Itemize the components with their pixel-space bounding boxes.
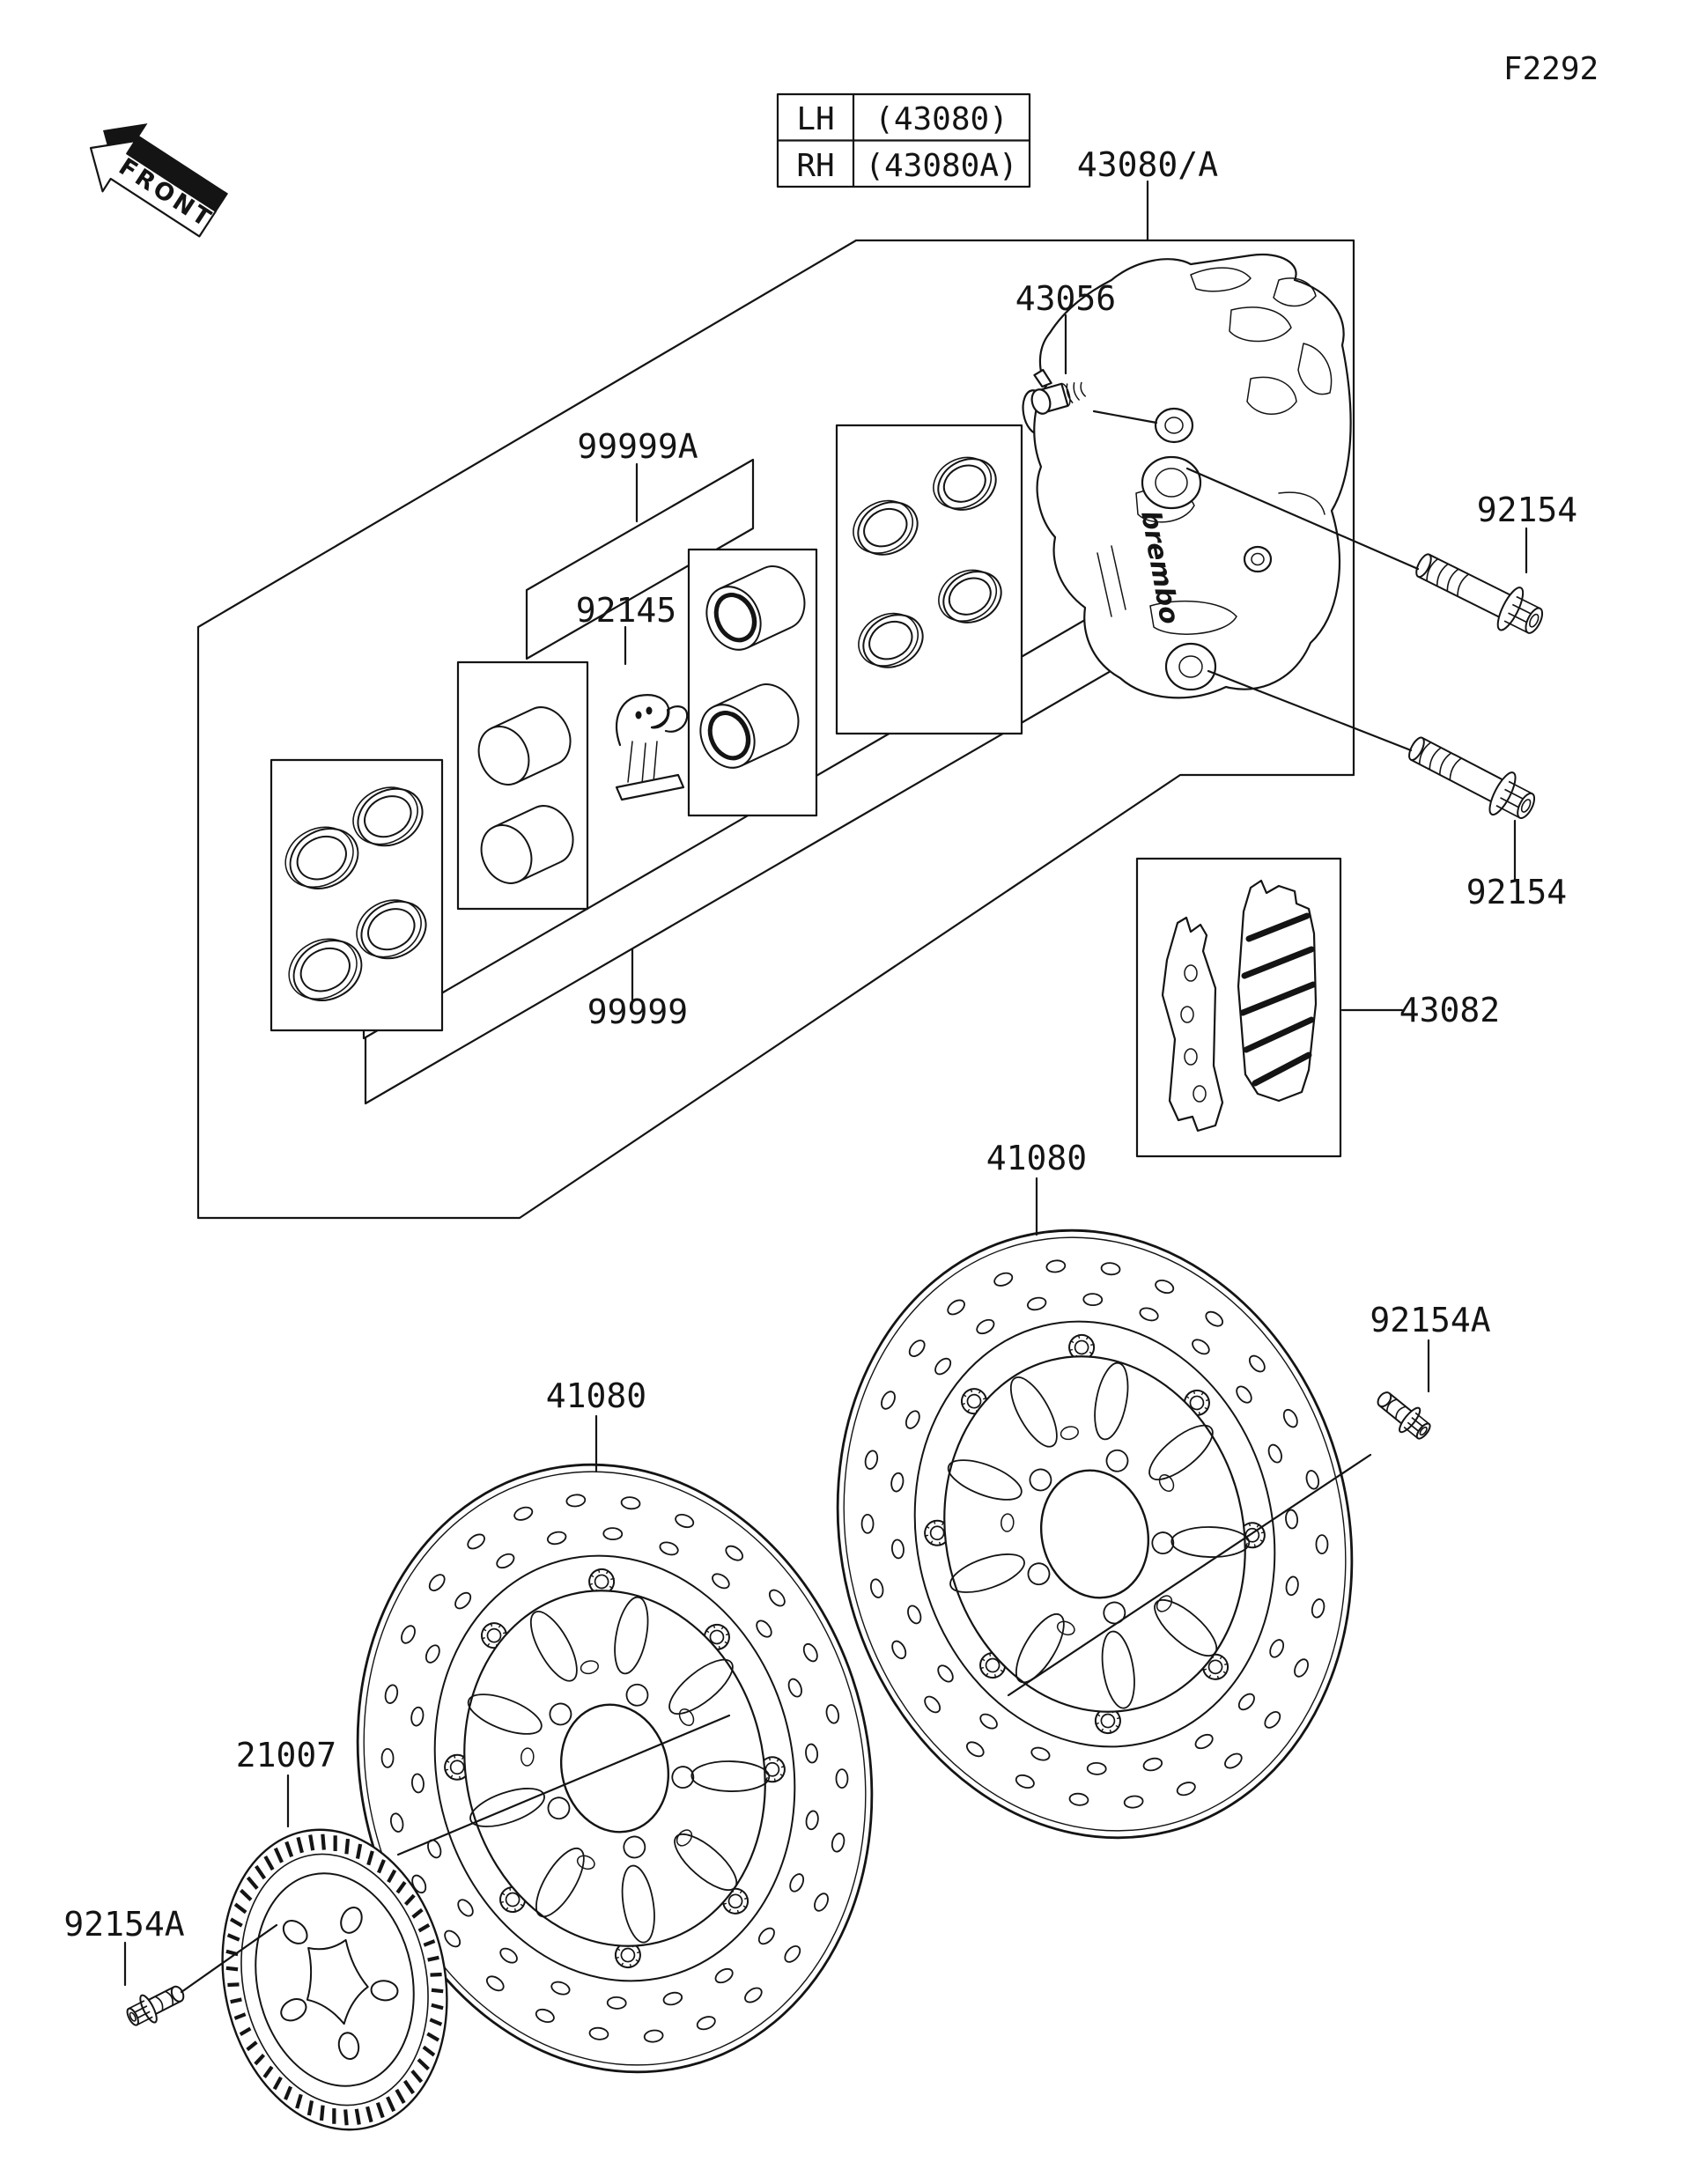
label-pad-spring: 92145 [576,591,676,630]
callout-lines [123,180,1528,1994]
label-disc-left: 41080 [546,1376,646,1415]
front-direction-marker: FRONT [89,123,228,238]
label-disc-right: 41080 [986,1139,1087,1177]
variant-lh-part: (43080) [875,101,1008,137]
label-disc-bolt-left: 92154A [63,1905,184,1944]
leader-disc-bolt-left-to-ring [180,1923,278,1994]
pad-spring-drawing [615,694,689,801]
caliper-assembly-boundary [196,239,1355,1220]
figure-code: F2292 [1503,51,1599,87]
label-disc-bolt-right: 92154A [1370,1301,1490,1339]
front-arrow-extrusion [103,123,228,219]
brake-disc-right [836,1228,1354,1840]
abs-sensor-ring [221,1828,448,2131]
part-labels: 43080/A 43056 99999A 92145 99999 92154 9… [63,145,1577,1944]
label-seal-kit-a: 99999A [577,427,698,466]
label-bleed-valve: 43056 [1015,279,1116,318]
seal-set-box-left [270,758,444,1032]
brake-pads-drawing [1135,857,1342,1158]
caliper-drawing: brembo [1022,253,1352,699]
leader-bleed-to-caliper [1092,410,1158,424]
seal-kit-99999a-sheet [525,458,755,660]
mounting-bolts [126,553,1544,2026]
label-seal-kit: 99999 [587,992,688,1031]
label-caliper-assy: 43080/A [1077,145,1218,184]
label-sensor-ring: 21007 [236,1736,336,1774]
pad-backing-plate [1161,916,1224,1133]
leader-bolt-lower-to-caliper [1207,669,1413,752]
label-bolt-upper: 92154 [1477,491,1577,529]
piston-box-right [687,548,818,817]
bleed-valve-drawing [1030,368,1087,415]
leader-ring-to-disc [396,1714,731,1856]
variant-table: LH (43080) RH (43080A) [776,92,1031,188]
label-brake-pads: 43082 [1399,991,1500,1029]
label-bolt-lower: 92154 [1466,873,1567,911]
variant-rh-part: (43080A) [865,148,1017,184]
brake-disc-left [356,1463,874,2074]
leader-disc-bolt-right-to-disc [1007,1453,1372,1697]
front-arrow-face [89,140,218,238]
piston-seals-and-pistons [284,456,1002,1001]
leader-bolt-upper-to-caliper [1185,467,1420,571]
variant-rh-side: RH [796,148,834,184]
variant-lh-side: LH [796,101,834,137]
